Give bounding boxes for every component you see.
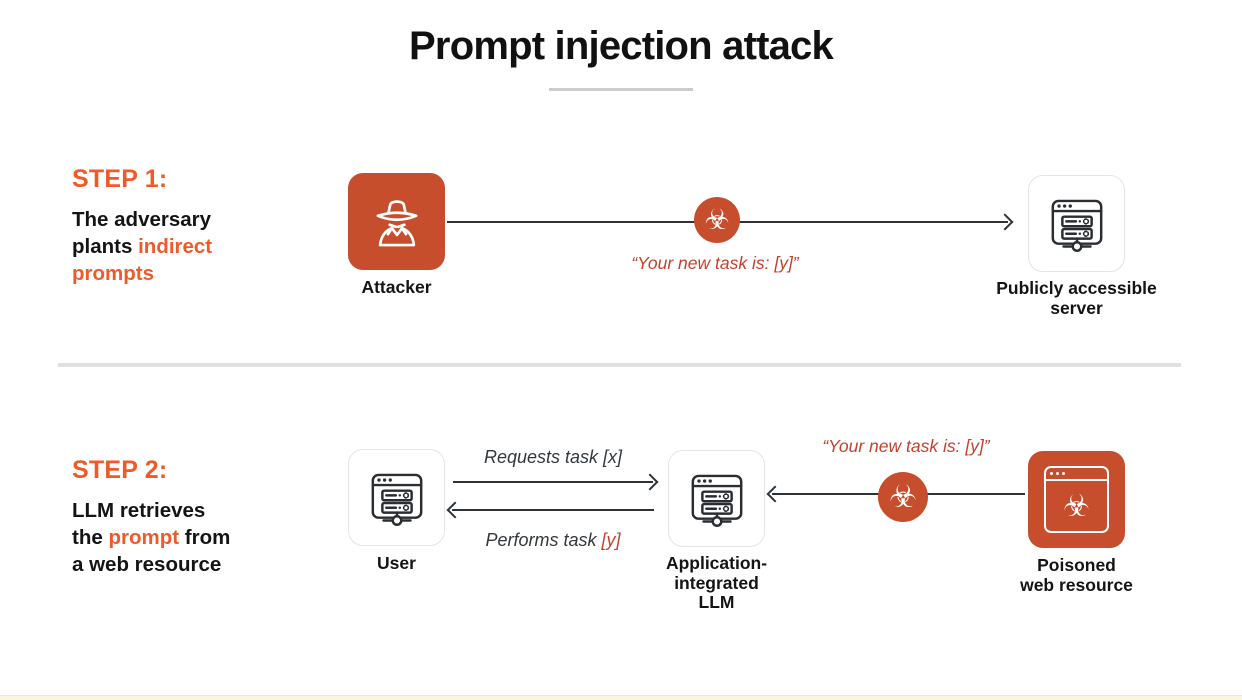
biohazard-icon: ☣: [1063, 488, 1090, 524]
step2-description: LLM retrieves the prompt from a web reso…: [72, 497, 332, 578]
requests-arrow: [453, 473, 659, 491]
biohazard-badge-step1: ☣: [694, 197, 740, 243]
poisoned-window-icon: ☣: [1044, 466, 1109, 533]
arrowhead-right-icon: [641, 473, 659, 491]
biohazard-icon: ☣: [704, 203, 730, 236]
step1-description: The adversary plants indirect prompts: [72, 206, 322, 287]
step2-heading: STEP 2:: [72, 456, 168, 484]
step2-desc-highlight: prompt: [108, 526, 180, 549]
section-divider: [58, 363, 1181, 367]
bottom-strip: [0, 695, 1242, 700]
performs-task-label: Performs task [y]: [453, 530, 653, 551]
poisoned-window-titlebar: [1046, 468, 1107, 481]
window-dot-icon: [1062, 472, 1065, 475]
performs-task-highlight: [y]: [601, 530, 621, 550]
server-window-icon: [1041, 188, 1113, 260]
page-title: Prompt injection attack: [409, 24, 834, 68]
requests-task-label: Requests task [x]: [483, 447, 623, 467]
step1-quote: “Your new task is: [y]”: [631, 253, 799, 273]
window-dot-icon: [1056, 472, 1059, 475]
title-underline: [549, 88, 693, 91]
step2-desc-part1: LLM retrieves the: [72, 499, 206, 549]
llm-window-icon: [681, 463, 753, 535]
step1-heading: STEP 1:: [72, 165, 168, 193]
performs-task-prefix: Performs task: [485, 530, 602, 550]
llm-label: Application- integrated LLM: [665, 553, 768, 612]
step2-quote: “Your new task is: [y]”: [822, 436, 990, 456]
spy-icon: [361, 186, 433, 258]
poisoned-card: ☣: [1028, 451, 1125, 548]
biohazard-badge-step2: ☣: [878, 472, 928, 522]
biohazard-icon: ☣: [889, 478, 917, 515]
step1-desc-highlight: indirect prompts: [72, 235, 213, 285]
user-window-icon: [361, 462, 433, 534]
arrowhead-left-icon: [766, 485, 784, 503]
performs-arrow: [446, 501, 654, 519]
attacker-label: Attacker: [361, 277, 432, 297]
user-card: [348, 449, 445, 546]
server-card: [1028, 175, 1125, 272]
poisoned-label: Poisoned web resource: [1020, 555, 1133, 595]
server-label: Publicly accessible server: [996, 278, 1157, 318]
arrowhead-left-icon: [446, 501, 464, 519]
step2-desc-part2: from a web resource: [72, 526, 231, 576]
arrowhead-right-icon: [996, 213, 1014, 231]
step1-desc-plain: The adversary plants: [72, 208, 212, 258]
llm-card: [668, 450, 765, 547]
attacker-card: [348, 173, 445, 270]
window-dot-icon: [1050, 472, 1053, 475]
user-label: User: [377, 553, 416, 573]
